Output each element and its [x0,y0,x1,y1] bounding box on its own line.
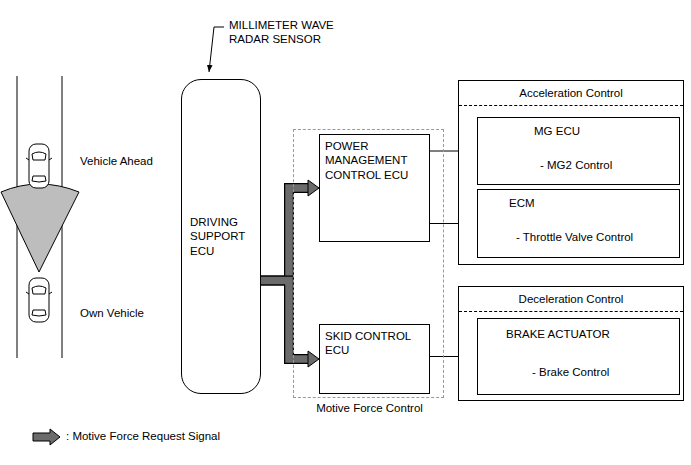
process-box: MG ECU - MG2 Control [477,117,680,185]
process-box: ECM - Throttle Valve Control [477,189,680,258]
node-title: SKID CONTROL ECU [325,329,424,358]
node-title: Acceleration Control [459,81,683,106]
node-detail: - MG2 Control [484,158,673,172]
legend-arrow-sample [33,429,60,445]
node-detail: - Brake Control [484,365,673,379]
vehicle-ahead [26,144,52,188]
node-title: ECM [484,196,673,210]
motive-force-request-arrow [261,281,319,367]
ecu-box: DRIVING SUPPORT ECU [181,79,261,394]
vehicle-label: Own Vehicle [80,306,180,320]
legend-text: : Motive Force Request Signal [66,429,220,443]
node-title: DRIVING SUPPORT ECU [190,215,252,258]
node-detail: - Throttle Valve Control [484,230,673,244]
node-title: Motive Force Control [274,401,465,415]
node-title: MG ECU [484,124,673,138]
own-vehicle [26,278,52,322]
node-title: POWER MANAGEMENT CONTROL ECU [325,139,424,182]
leader-line [209,27,224,72]
control-group-box: Acceleration Control MG ECU - MG2 ControlE… [458,80,684,265]
node-title: BRAKE ACTUATOR [484,327,673,341]
vehicle-label: Vehicle Ahead [80,154,180,168]
radar-cone [1,184,79,272]
process-box: BRAKE ACTUATOR - Brake Control [477,318,680,395]
sensor-label: MILLIMETER WAVE RADAR SENSOR [229,18,357,47]
control-group-box: Deceleration ControlBRAKE ACTUATOR - Brak… [458,286,684,401]
process-box: POWER MANAGEMENT CONTROL ECU [319,134,430,242]
process-box: SKID CONTROL ECU [319,324,430,394]
group-region: Motive Force ControlPOWER MANAGEMENT CON… [293,129,444,398]
motive-force-request-arrow [261,180,319,281]
node-title: Deceleration Control [459,287,683,312]
